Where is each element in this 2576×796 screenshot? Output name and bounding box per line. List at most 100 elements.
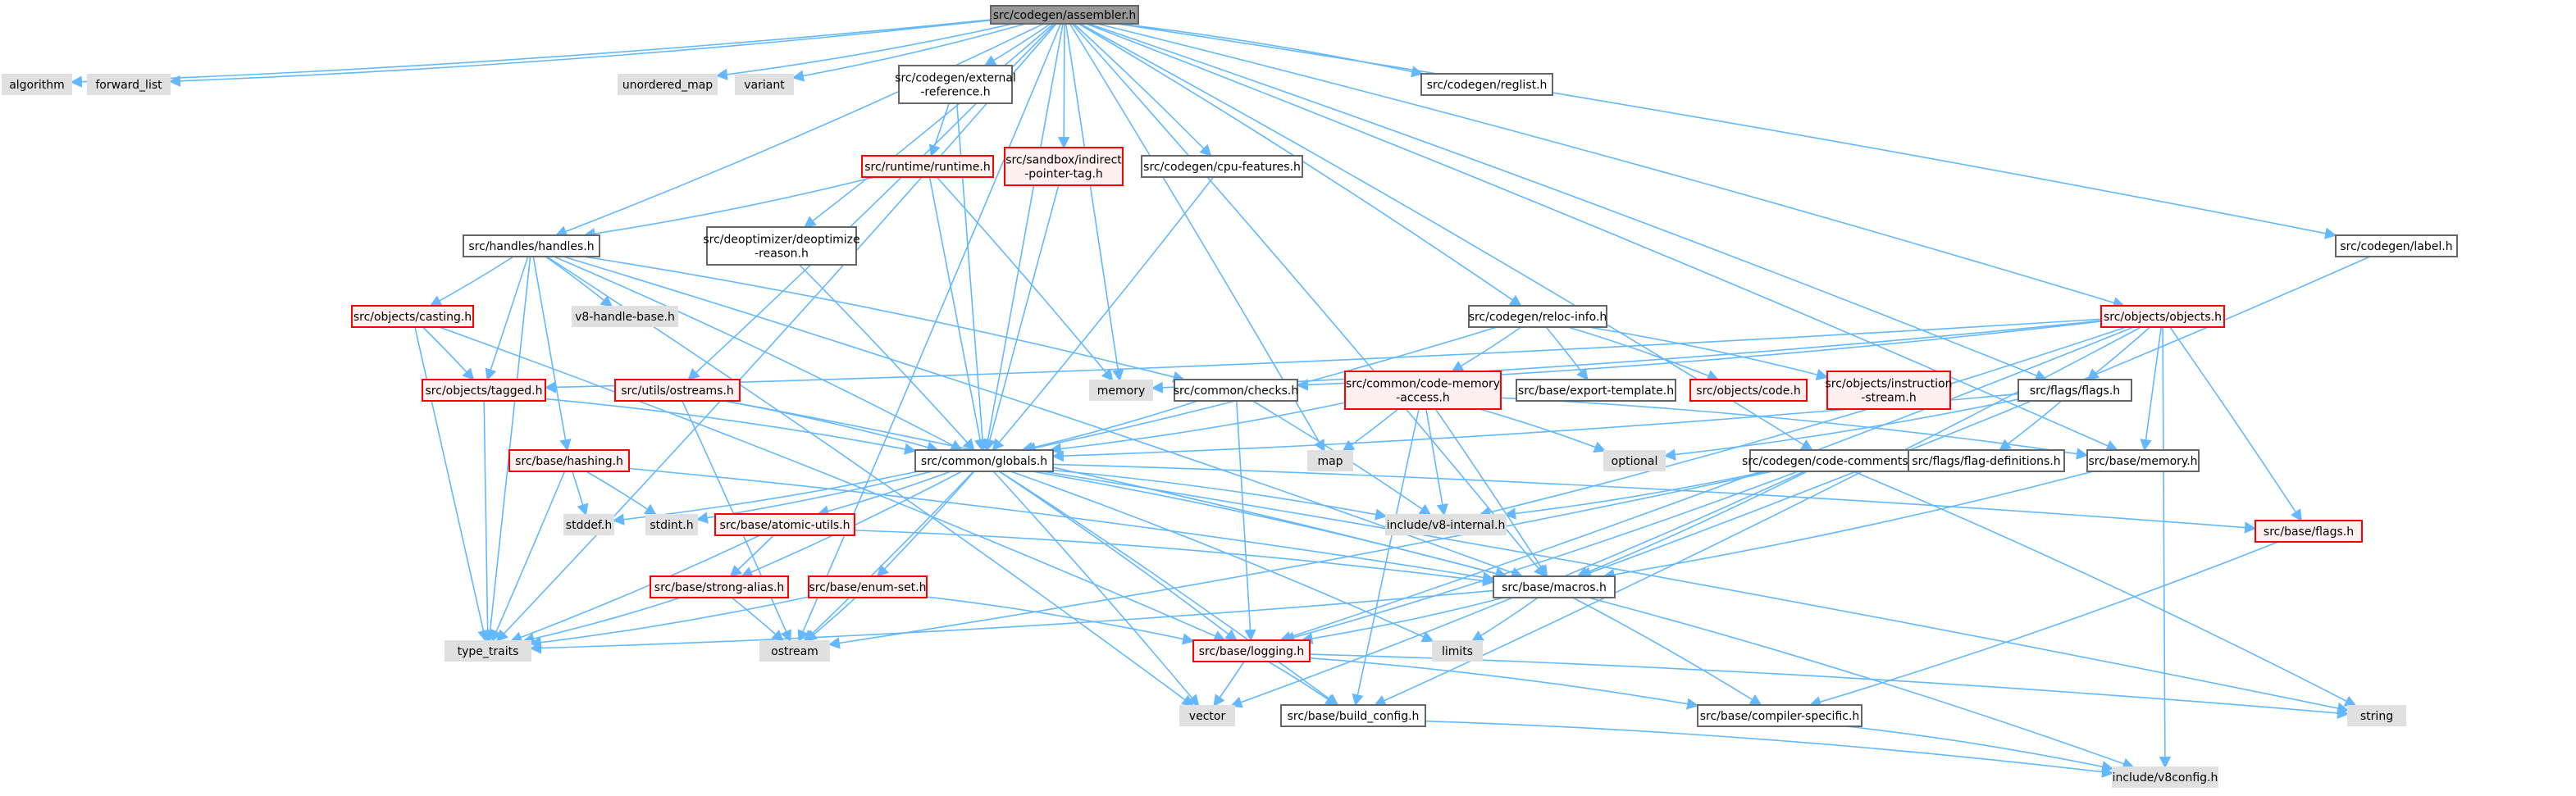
node-code-comments[interactable]: src/codegen/code-comments.h <box>1742 449 1919 472</box>
edge-assembler-to-algorithm <box>70 19 992 88</box>
node-reloc-info[interactable]: src/codegen/reloc-info.h <box>1468 305 1607 328</box>
node-build-config[interactable]: src/base/build_config.h <box>1280 704 1426 727</box>
node-logging[interactable]: src/base/logging.h <box>1192 639 1311 662</box>
node-vector[interactable]: vector <box>1179 705 1235 726</box>
edge-enum_set-to-type_traits <box>529 596 809 648</box>
node-stdint[interactable]: stdint.h <box>645 514 698 535</box>
node-export-template[interactable]: src/base/export-template.h <box>1516 379 1676 402</box>
node-label: memory <box>1097 384 1146 398</box>
node-box <box>2 74 72 95</box>
node-box <box>1908 449 2065 472</box>
node-label: -reason.h <box>755 248 809 261</box>
node-base-flags[interactable]: src/base/flags.h <box>2255 520 2363 543</box>
node-map-sys[interactable]: map <box>1307 450 1353 471</box>
node-box <box>1603 450 1666 471</box>
edge-handles-to-macros <box>563 256 1524 579</box>
node-external-reference[interactable]: src/codegen/external-reference.h <box>895 65 1016 104</box>
node-deoptimize-reason[interactable]: src/deoptimizer/deoptimize-reason.h <box>703 226 860 266</box>
node-hashing[interactable]: src/base/hashing.h <box>508 449 630 472</box>
edge-checks-to-globals <box>1021 400 1198 454</box>
node-runtime[interactable]: src/runtime/runtime.h <box>861 155 994 178</box>
edge-indirect_pointer_tag-to-globals <box>983 184 1060 452</box>
edge-compiler_specific-to-v8config <box>1846 725 2114 773</box>
node-base-memory[interactable]: src/base/memory.h <box>2086 449 2200 472</box>
node-instruction-stream[interactable]: src/objects/instruction-stream.h <box>1826 371 1953 410</box>
node-indirect-pointer-tag[interactable]: src/sandbox/indirect-pointer-tag.h <box>1004 147 1124 186</box>
node-enum-set[interactable]: src/base/enum-set.h <box>808 575 928 598</box>
node-optional[interactable]: optional <box>1603 450 1666 471</box>
node-type-traits[interactable]: type_traits <box>445 640 531 662</box>
node-label: src/base/flags.h <box>2264 525 2354 539</box>
node-atomic-utils[interactable]: src/base/atomic-utils.h <box>714 513 855 536</box>
node-code[interactable]: src/objects/code.h <box>1689 379 1808 402</box>
node-code-memory-access[interactable]: src/common/code-memory-access.h <box>1344 371 1502 410</box>
node-string-sys[interactable]: string <box>2347 705 2406 726</box>
node-box <box>2086 449 2200 472</box>
node-label: src/base/strong-alias.h <box>654 581 784 594</box>
edge-code_comments-to-macros <box>1576 471 1808 578</box>
node-compiler-specific[interactable]: src/base/compiler-specific.h <box>1697 704 1862 727</box>
node-objects[interactable]: src/objects/objects.h <box>2100 305 2225 328</box>
node-handles[interactable]: src/handles/handles.h <box>463 234 600 257</box>
node-stddef[interactable]: stddef.h <box>563 514 614 535</box>
node-v8config[interactable]: include/v8config.h <box>2112 766 2218 788</box>
node-box <box>706 226 857 266</box>
node-reglist[interactable]: src/codegen/reglist.h <box>1420 73 1553 96</box>
node-box <box>990 5 1139 25</box>
node-memory-sys[interactable]: memory <box>1089 380 1153 401</box>
node-label: src/base/export-template.h <box>1518 384 1674 398</box>
node-strong-alias[interactable]: src/base/strong-alias.h <box>650 575 789 598</box>
node-label: optional <box>1612 455 1658 468</box>
edge-globals-to-enum_set <box>876 471 975 578</box>
node-box <box>422 379 546 402</box>
node-v8-internal[interactable]: include/v8-internal.h <box>1385 514 1507 535</box>
node-ostream[interactable]: ostream <box>759 640 830 662</box>
node-casting[interactable]: src/objects/casting.h <box>351 305 474 328</box>
edge-handles-to-hashing <box>532 256 572 452</box>
edge-objects-to-v8config <box>2159 326 2172 769</box>
node-flag-definitions[interactable]: src/flags/flag-definitions.h <box>1908 449 2065 472</box>
node-label: include/v8config.h <box>2113 771 2218 785</box>
node-assembler[interactable]: src/codegen/assembler.h <box>990 5 1139 25</box>
node-limits[interactable]: limits <box>1432 640 1483 662</box>
node-label: unordered_map <box>622 79 713 92</box>
node-box <box>914 449 1054 472</box>
node-v8-handle-base[interactable]: v8-handle-base.h <box>572 306 678 327</box>
edge-hashing-to-stdint <box>586 471 657 516</box>
edge-casting-to-type_traits <box>414 326 490 643</box>
edge-code_comments-to-v8_internal <box>1503 471 1767 520</box>
node-tagged[interactable]: src/objects/tagged.h <box>422 379 546 402</box>
node-label: algorithm <box>9 79 65 92</box>
node-box <box>87 74 171 95</box>
node-label: string <box>2360 710 2393 723</box>
edge-strong_alias-to-type_traits <box>522 597 682 645</box>
node-globals[interactable]: src/common/globals.h <box>914 449 1054 472</box>
edge-assembler-to-handles <box>554 23 1044 238</box>
node-label: include/v8-internal.h <box>1387 519 1506 532</box>
node-box <box>1141 155 1303 178</box>
node-macros[interactable]: src/base/macros.h <box>1493 575 1616 598</box>
node-box <box>1385 514 1507 535</box>
edge-macros-to-v8config <box>1588 597 2135 770</box>
node-unordered-map[interactable]: unordered_map <box>618 74 718 95</box>
node-cpu-features[interactable]: src/codegen/cpu-features.h <box>1141 155 1303 178</box>
node-variant[interactable]: variant <box>735 74 794 95</box>
edge-deoptimize_reason-to-globals <box>799 264 975 452</box>
node-flags-flags[interactable]: src/flags/flags.h <box>2017 379 2132 402</box>
node-checks[interactable]: src/common/checks.h <box>1174 379 1298 402</box>
node-box <box>898 65 1013 104</box>
edge-checks-to-logging <box>1235 400 1256 642</box>
node-label[interactable]: src/codegen/label.h <box>2335 234 2458 257</box>
node-box <box>614 379 741 402</box>
node-ostreams[interactable]: src/utils/ostreams.h <box>614 379 741 402</box>
node-box <box>1420 73 1553 96</box>
node-label: src/runtime/runtime.h <box>864 161 990 174</box>
node-box <box>351 305 474 328</box>
edge-code_memory_access-to-build_config <box>1352 408 1420 707</box>
node-box <box>1089 380 1153 401</box>
edge-assembler-to-unordered_map <box>715 23 1014 80</box>
node-forward-list[interactable]: forward_list <box>87 74 171 95</box>
edge-assembler-to-macros <box>1071 23 1546 578</box>
node-box <box>1493 575 1616 598</box>
node-algorithm[interactable]: algorithm <box>2 74 72 95</box>
